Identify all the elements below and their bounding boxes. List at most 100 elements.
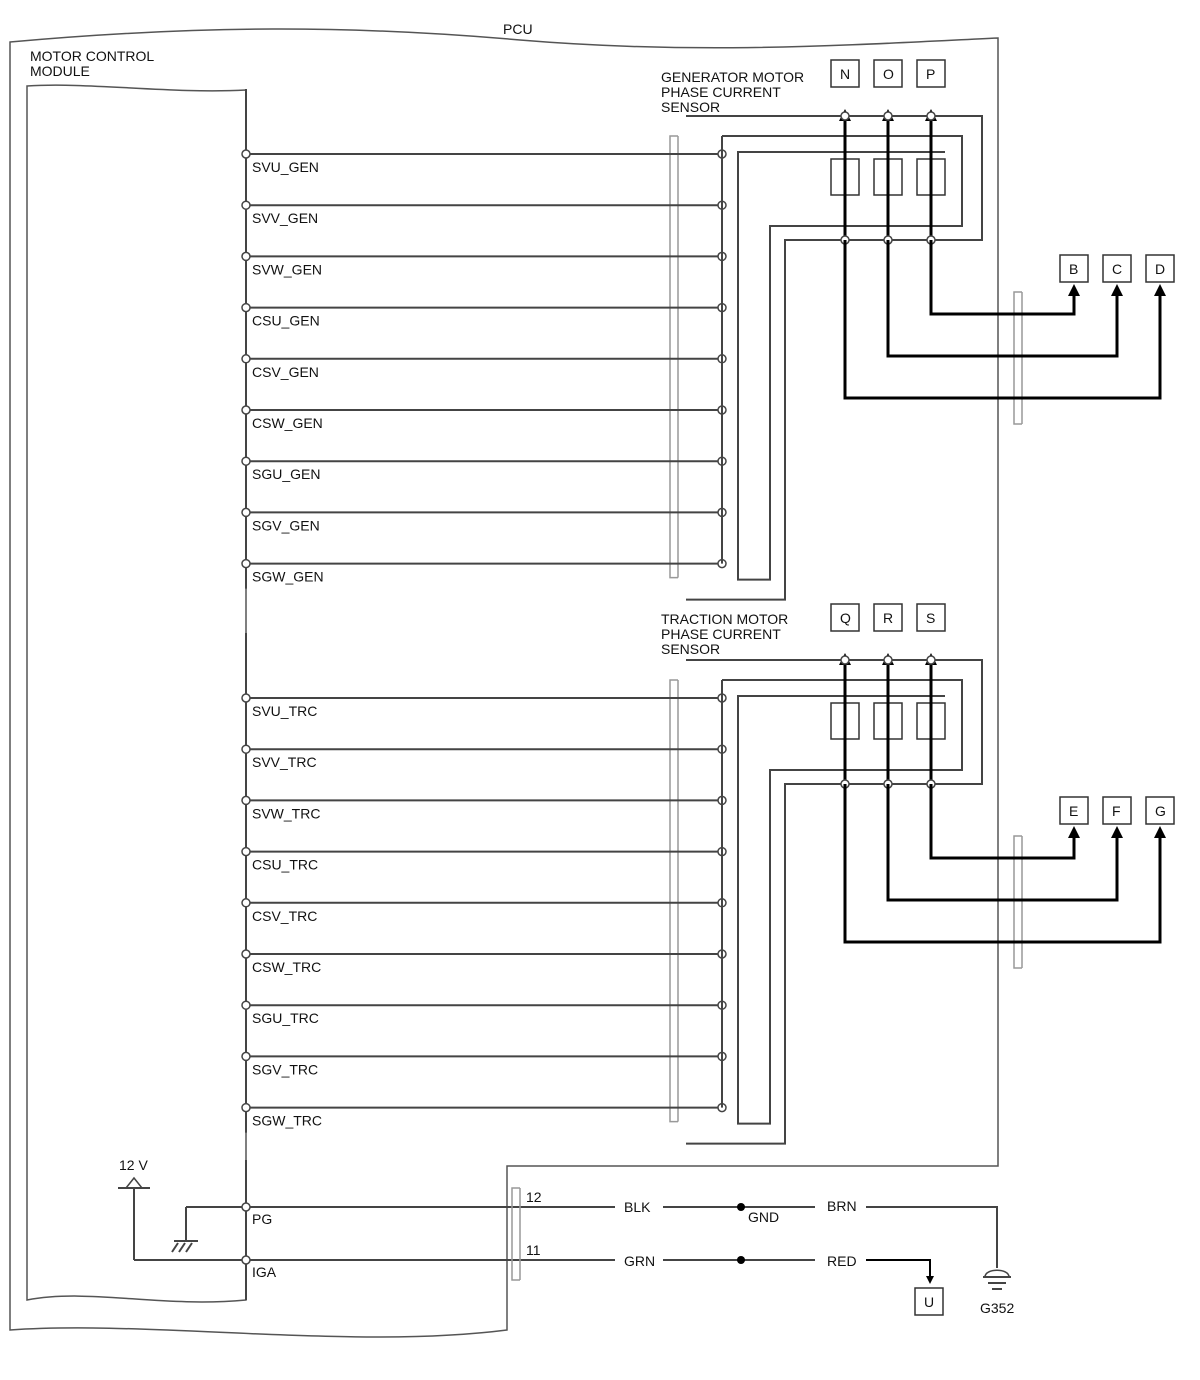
ground-g352-icon [983,1269,1011,1290]
terminal-n [830,59,860,88]
signal-label-svu_gen: SVU_GEN [252,159,319,175]
phase-output-wire [929,784,1080,860]
signal-label-sgu_gen: SGU_GEN [252,466,320,482]
signal-label-csu_trc: CSU_TRC [252,857,318,873]
terminal-d-label: D [1155,261,1165,277]
terminal-e-label: E [1069,803,1078,819]
power-ground-circuit: PG 12 V IGA 12 11 BLK GND BRN G352 GRN [118,1157,1014,1316]
signal-label-sgw_trc: SGW_TRC [252,1113,322,1129]
mcm-boundary [26,84,247,1303]
phase-node [926,111,936,121]
blk-label: BLK [624,1199,651,1215]
module-pin [241,1051,251,1062]
module-pin [241,558,251,569]
module-pin [241,354,251,364]
iga-label: IGA [252,1264,277,1280]
module-pin [241,693,251,703]
module-pin [241,795,251,806]
terminal-g-label: G [1155,803,1166,819]
pg-label: PG [252,1211,272,1227]
signal-label-svv_gen: SVV_GEN [252,210,318,226]
module-pin [241,1000,251,1010]
gen-sensor-label-2: PHASE CURRENT [661,84,781,100]
supply-12v-label: 12 V [119,1157,148,1173]
terminal-c [1102,254,1132,283]
signal-label-sgw_gen: SGW_GEN [252,569,324,585]
terminal-p-label: P [926,66,935,82]
signal-label-csw_trc: CSW_TRC [252,959,321,975]
trc-sensor-label-2: PHASE CURRENT [661,626,781,642]
pcu-label: PCU [503,21,533,37]
trc-sensor-label-1: TRACTION MOTOR [661,611,788,627]
brn-label: BRN [827,1198,857,1214]
module-pin [241,507,251,518]
module-pin [241,405,251,415]
trc-sensor-label-3: SENSOR [661,641,720,657]
mcm-label-line2: MODULE [30,63,90,79]
signal-label-sgu_trc: SGU_TRC [252,1010,319,1026]
terminal-q-label: Q [840,610,851,626]
terminal-o-label: O [883,66,894,82]
terminal-g [1145,796,1175,825]
terminal-n-label: N [840,66,850,82]
terminal-d [1145,254,1175,283]
phase-output-wire [843,240,1166,400]
traction-sensor-circuit: SVU_TRCSVV_TRCSVW_TRCCSU_TRCCSV_TRCCSW_T… [241,603,1175,1145]
terminal-c-label: C [1112,261,1122,277]
signal-label-svw_trc: SVW_TRC [252,805,320,821]
terminal-b [1059,254,1089,283]
terminal-e [1059,796,1089,825]
terminal-b-label: B [1069,261,1078,277]
signal-label-svu_trc: SVU_TRC [252,703,317,719]
terminal-o [873,59,903,88]
phase-output-wire [886,784,1123,902]
gen-sensor-label-3: SENSOR [661,99,720,115]
phase-node [840,111,850,121]
ground-g352-label: G352 [980,1300,1014,1316]
pin-11-label: 11 [526,1242,541,1258]
generator-sensor-circuit: SVU_GEN SVV_GEN SVW_GEN CSU_GEN CSV_GEN CSW_G… [241,59,1175,601]
terminal-p [916,59,946,88]
module-pin [241,846,251,857]
phase-node [883,655,893,665]
signal-label-csw_gen: CSW_GEN [252,415,323,431]
phase-node [883,111,893,121]
module-pin [241,200,251,210]
terminal-s [916,603,946,632]
phase-node [926,655,936,665]
signal-label-csv_gen: CSV_GEN [252,364,319,380]
pin-12-label: 12 [526,1189,542,1205]
gnd-label: GND [748,1209,779,1225]
module-pin [241,1102,251,1113]
terminal-u [914,1287,944,1316]
phase-output-wire [929,240,1080,316]
red-label: RED [827,1253,857,1269]
terminal-u-label: U [924,1294,934,1310]
phase-node [840,655,850,665]
terminal-r [873,603,903,632]
module-pin [241,456,251,466]
signal-label-svw_gen: SVW_GEN [252,261,322,277]
module-pin [241,302,251,313]
module-pin [241,949,251,959]
module-pin [241,149,251,159]
terminal-f [1102,796,1132,825]
grn-label: GRN [624,1253,655,1269]
gen-sensor-label-1: GENERATOR MOTOR [661,69,804,85]
mcm-label-line1: MOTOR CONTROL [30,48,154,64]
terminal-s-label: S [926,610,935,626]
module-pin [241,744,251,754]
supply-12v-icon [124,1176,144,1189]
signal-label-sgv_gen: SGV_GEN [252,517,320,533]
phase-output-wire [843,784,1166,944]
signal-label-csu_gen: CSU_GEN [252,313,320,329]
module-pin [241,898,251,908]
phase-output-wire [886,240,1123,358]
terminal-r-label: R [883,610,893,626]
module-pin [241,251,251,262]
pcu-boundary [9,28,999,1338]
signal-label-sgv_trc: SGV_TRC [252,1061,318,1077]
terminal-f-label: F [1112,803,1121,819]
signal-label-csv_trc: CSV_TRC [252,908,317,924]
